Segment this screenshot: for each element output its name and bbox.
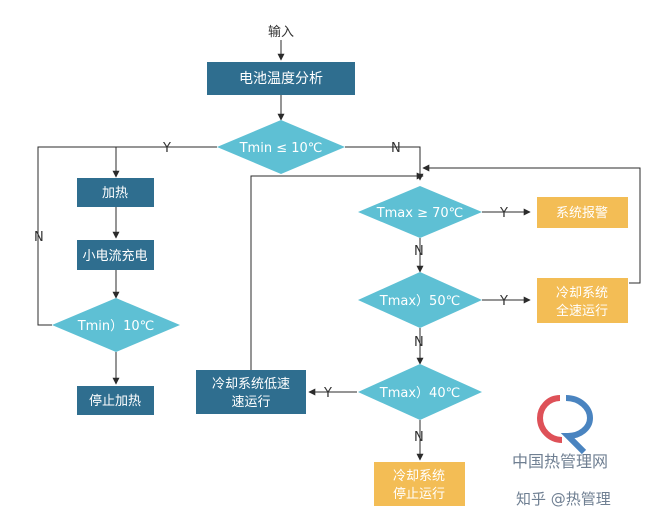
label-y-cond1: Y [162, 141, 171, 156]
label-n-tmax70: N [414, 244, 424, 259]
cond-tmax-gt40-label: Tmax）40℃ [379, 386, 460, 401]
cooling-stop-line1: 冷却系统 [393, 469, 445, 484]
label-n-tmax40: N [414, 430, 424, 445]
watermark-site: 中国热管理网 [512, 452, 609, 471]
battery-analysis-label: 电池温度分析 [239, 71, 323, 87]
edge-low-loop [250, 172, 424, 370]
decision-tmax-ge70: Tmax ≥ 70℃ [358, 186, 482, 238]
cooling-full-line2: 全速运行 [556, 303, 608, 319]
edge-full-loop [422, 164, 641, 284]
edge-cond1-tmax70 [345, 146, 424, 181]
label-n-tmax50: N [414, 335, 424, 350]
cooling-low-line1: 冷却系统低速 [212, 377, 290, 392]
label-y-tmax40: Y [323, 386, 332, 401]
node-heating: 加热 [77, 178, 154, 207]
node-low-current-charge: 小电流充电 [77, 240, 154, 270]
watermark-logo-icon [536, 395, 594, 455]
label-n-cond1: N [391, 141, 401, 156]
decision-tmin-le10: Tmin ≤ 10℃ [217, 120, 345, 174]
node-battery-analysis: 电池温度分析 [207, 62, 355, 95]
label-y-tmax70: Y [499, 206, 508, 221]
node-cooling-full: 冷却系统 全速运行 [537, 278, 628, 323]
system-alarm-label: 系统报警 [556, 205, 608, 221]
edge-cond2-no-loop [37, 146, 116, 326]
node-stop-heating: 停止加热 [77, 386, 154, 415]
heating-label: 加热 [102, 186, 128, 201]
label-y-tmax50: Y [499, 294, 508, 309]
connector-lines [37, 40, 641, 461]
low-current-charge-label: 小电流充电 [82, 248, 147, 264]
cooling-full-line1: 冷却系统 [556, 286, 608, 301]
cond-tmax-ge70-label: Tmax ≥ 70℃ [376, 206, 464, 221]
cond-tmin-gt10-label: Tmin）10℃ [77, 319, 155, 334]
node-system-alarm: 系统报警 [537, 197, 628, 228]
cond-tmax-gt50-label: Tmax）50℃ [379, 294, 460, 309]
input-label: 输入 [268, 24, 294, 40]
node-cooling-low: 冷却系统低速 速运行 [196, 370, 306, 414]
cooling-low-line2: 速运行 [231, 395, 270, 410]
decision-tmin-gt10: Tmin）10℃ [52, 298, 180, 352]
cooling-stop-line2: 停止运行 [393, 486, 445, 502]
stop-heating-label: 停止加热 [89, 393, 141, 409]
decision-tmax-gt40: Tmax）40℃ [358, 364, 482, 420]
node-cooling-stop: 冷却系统 停止运行 [374, 462, 465, 506]
decision-tmax-gt50: Tmax）50℃ [358, 272, 482, 328]
label-n-cond2: N [34, 230, 44, 245]
watermark-zhihu: 知乎 @热管理 [516, 490, 611, 508]
cond-tmin-le10-label: Tmin ≤ 10℃ [239, 141, 323, 156]
